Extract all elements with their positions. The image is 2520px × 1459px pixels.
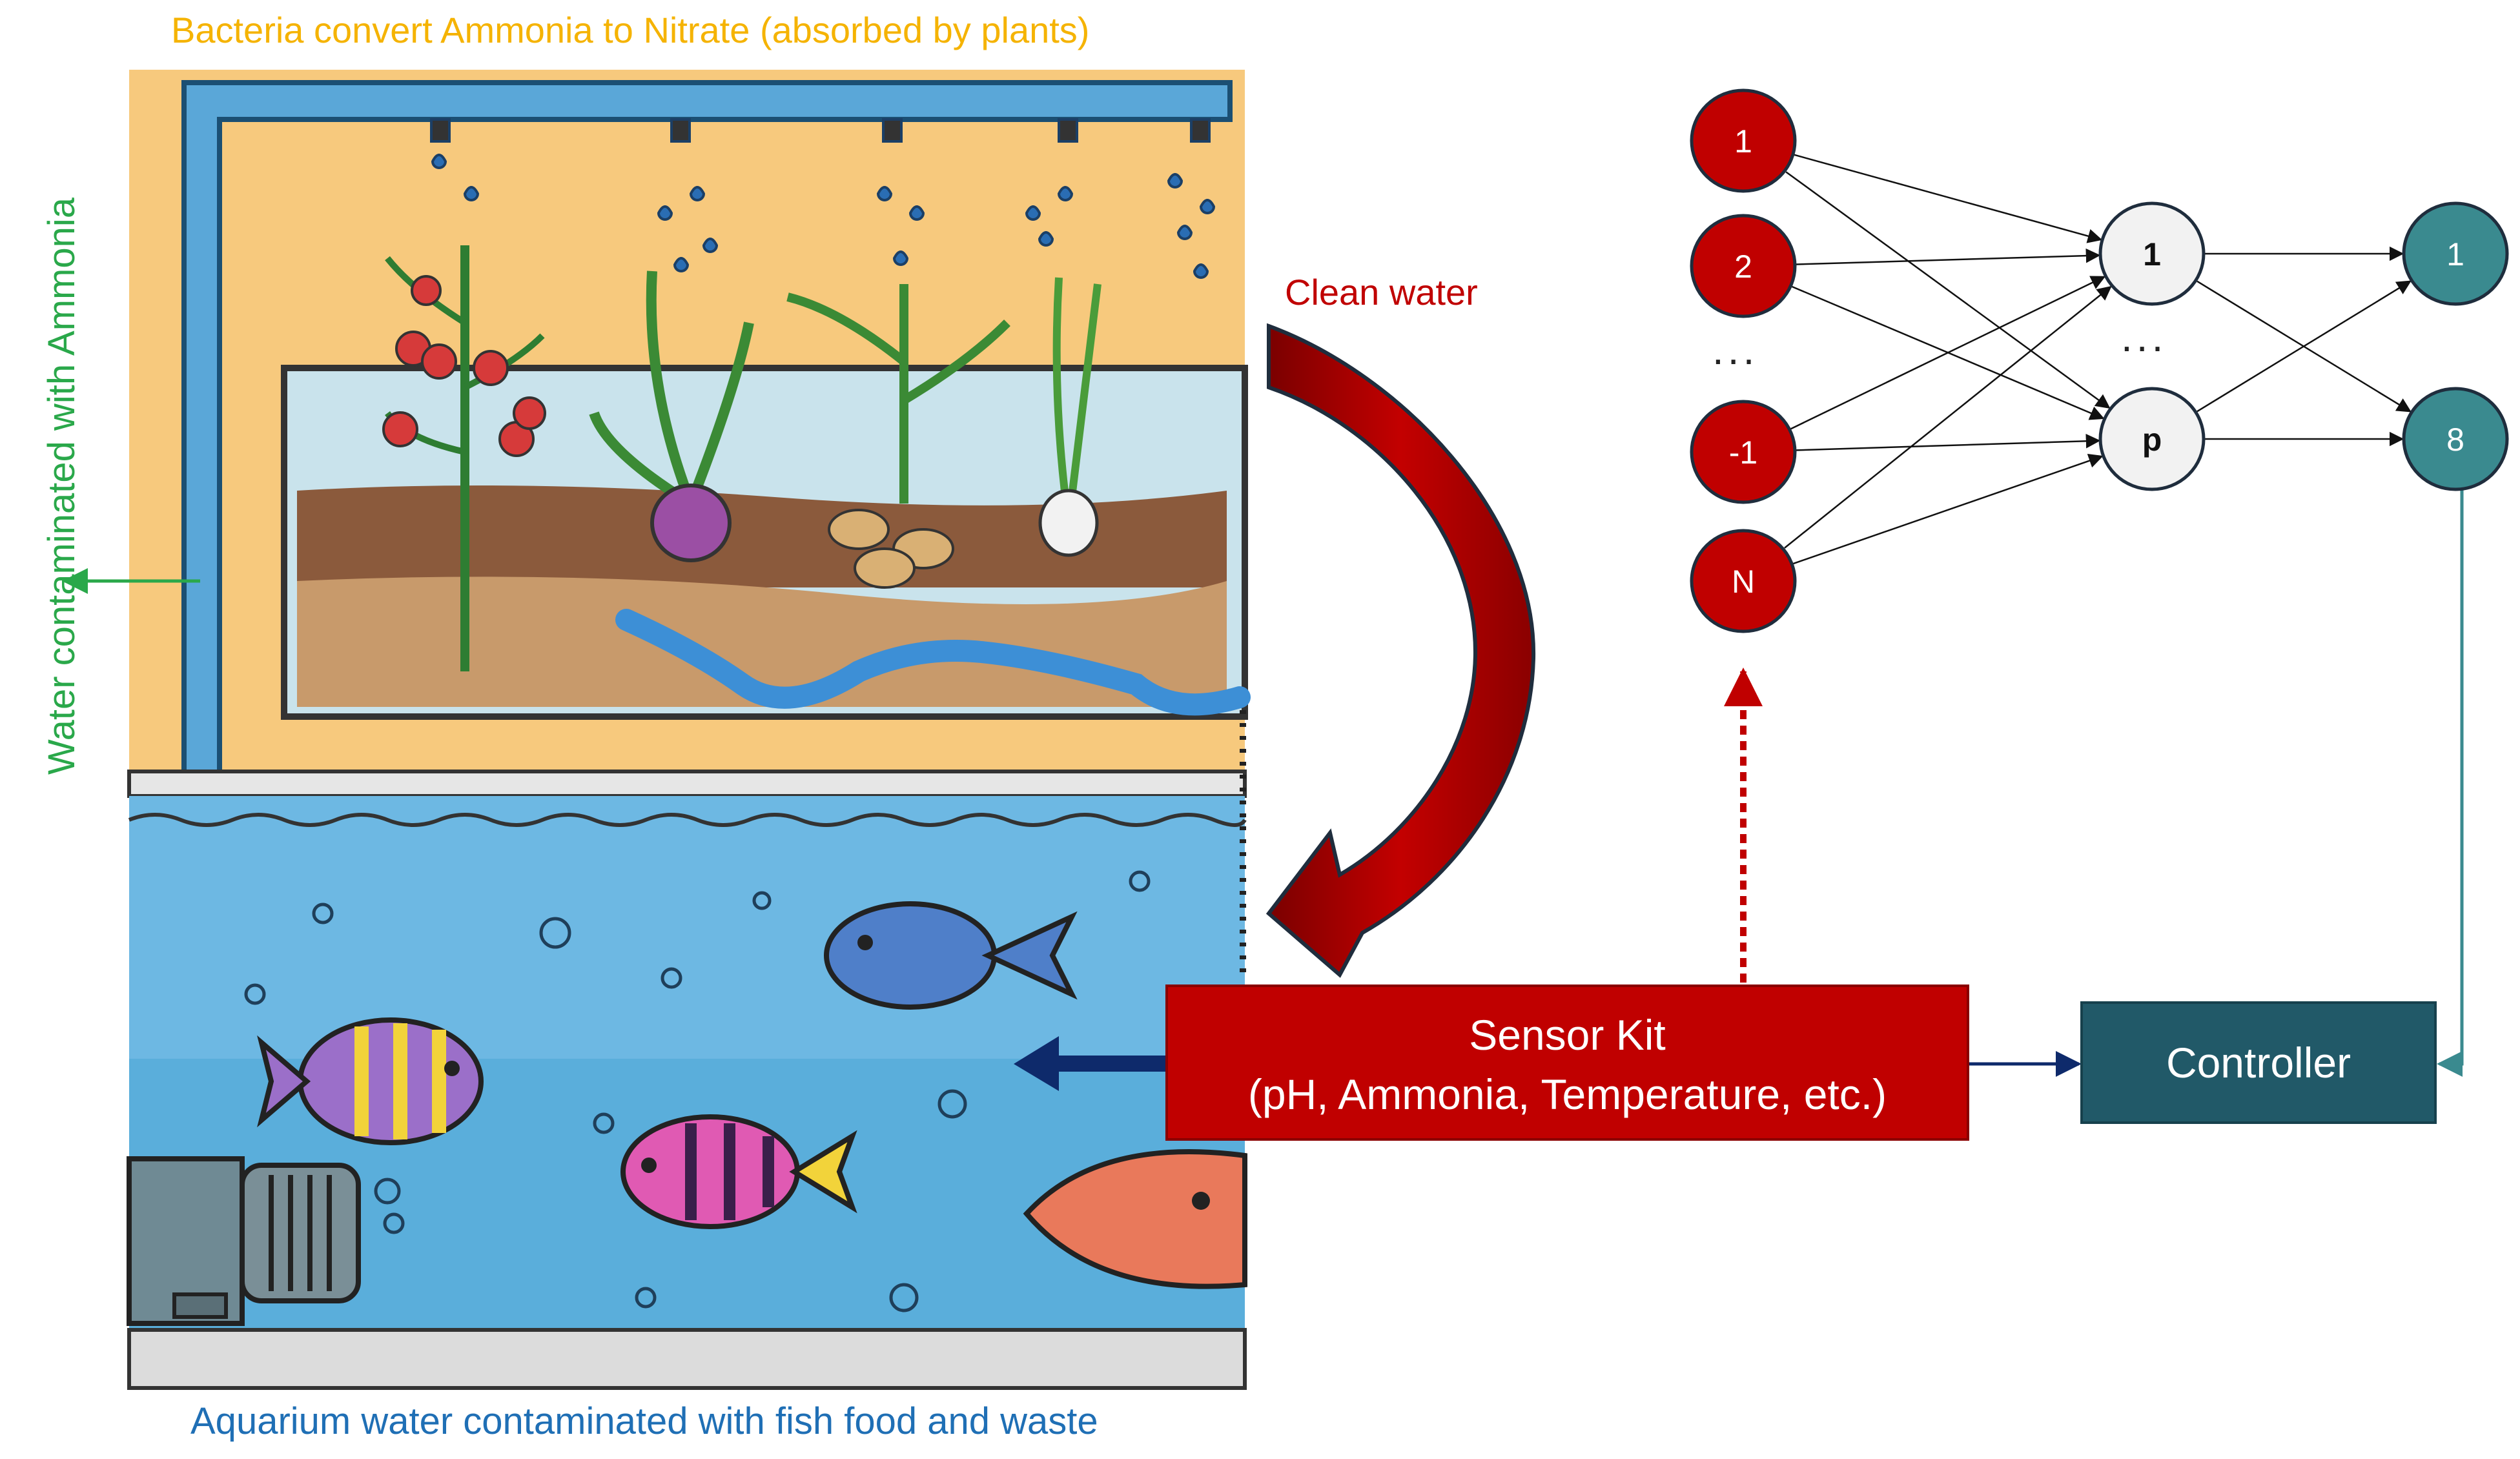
onion-plant: [1038, 277, 1101, 557]
aquarium-caption: Aquarium water contaminated with fish fo…: [190, 1400, 1098, 1442]
fish-tank-base: [127, 1328, 1247, 1390]
input-node-3: [1690, 529, 1797, 633]
ammonia-water-caption: Water contaminated with Ammonia: [41, 197, 83, 775]
output-node-1: [2402, 387, 2509, 491]
edge-hidden-1-output-0: [2197, 280, 2412, 413]
edge-input-1-hidden-0: [1796, 248, 2101, 265]
hidden-node-1: [2098, 387, 2206, 491]
edge-input-3-hidden-0: [1784, 285, 2112, 549]
clean-water-caption: Clean water: [1285, 272, 1478, 312]
edge-input-0-hidden-0: [1794, 154, 2103, 243]
input-node-0-label: 1: [1734, 123, 1752, 159]
sprinklers: [430, 118, 1216, 279]
fish-blue: [824, 901, 1078, 1010]
water-pump: [127, 1156, 361, 1326]
controller-box: Controller: [2080, 1001, 2437, 1124]
network-edges: [1784, 154, 2412, 565]
hidden-node-1-label: p: [2142, 422, 2162, 458]
input-node-1-label: 2: [1734, 249, 1752, 285]
input-ellipsis: ...: [1712, 327, 1759, 373]
hidden-node-0: [2098, 201, 2206, 306]
grow-bed-caption: Bacteria convert Ammonia to Nitrate (abs…: [171, 10, 1090, 50]
hidden-node-0-label: 1: [2143, 236, 2161, 272]
input-node-2: [1690, 400, 1797, 504]
hidden-ellipsis: ...: [2121, 314, 2167, 360]
output-to-controller-connector: [2437, 487, 2464, 1077]
edge-input-3-hidden-1: [1793, 453, 2104, 565]
bubbles: [244, 870, 1151, 1312]
fish-pink-striped: [620, 1114, 857, 1229]
clean-water-arrow: [1265, 323, 1536, 978]
water-surface: [128, 813, 1247, 827]
aquaponics-illustration: [127, 70, 1251, 1390]
tomato-plant: [382, 245, 546, 671]
edge-input-2-hidden-0: [1790, 276, 2106, 430]
output-node-1-label: 8: [2446, 422, 2464, 458]
input-node-2-label: -1: [1729, 434, 1757, 471]
input-node-1: [1690, 214, 1797, 318]
sensor-to-tank-arrow: [1014, 1036, 1165, 1091]
potato-plant: [786, 284, 1010, 589]
output-node-0: [2402, 201, 2509, 306]
edge-input-0-hidden-1: [1785, 171, 2111, 409]
soil-dark: [297, 485, 1227, 587]
beet-plant: [589, 270, 754, 562]
sensor-kit-subtitle: (pH, Ammonia, Temperature, etc.): [1247, 1070, 1887, 1118]
input-node-0: [1690, 88, 1797, 193]
edge-input-2-hidden-1: [1796, 433, 2101, 451]
input-node-3-label: N: [1732, 564, 1755, 600]
output-node-0-label: 1: [2446, 236, 2464, 272]
grow-bed-water-stream: [615, 609, 1251, 716]
fish-purple-striped: [257, 1017, 484, 1145]
sensor-kit-box: Sensor Kit (pH, Ammonia, Temperature, et…: [1165, 985, 1969, 1141]
soil-light: [297, 576, 1227, 707]
tank-divider: [127, 770, 1247, 798]
network-nodes: 1 2 -1N 1 p 1 8: [1690, 88, 2509, 633]
fish-orange: [1023, 1149, 1247, 1289]
sensor-kit-title: Sensor Kit: [1469, 1011, 1666, 1059]
